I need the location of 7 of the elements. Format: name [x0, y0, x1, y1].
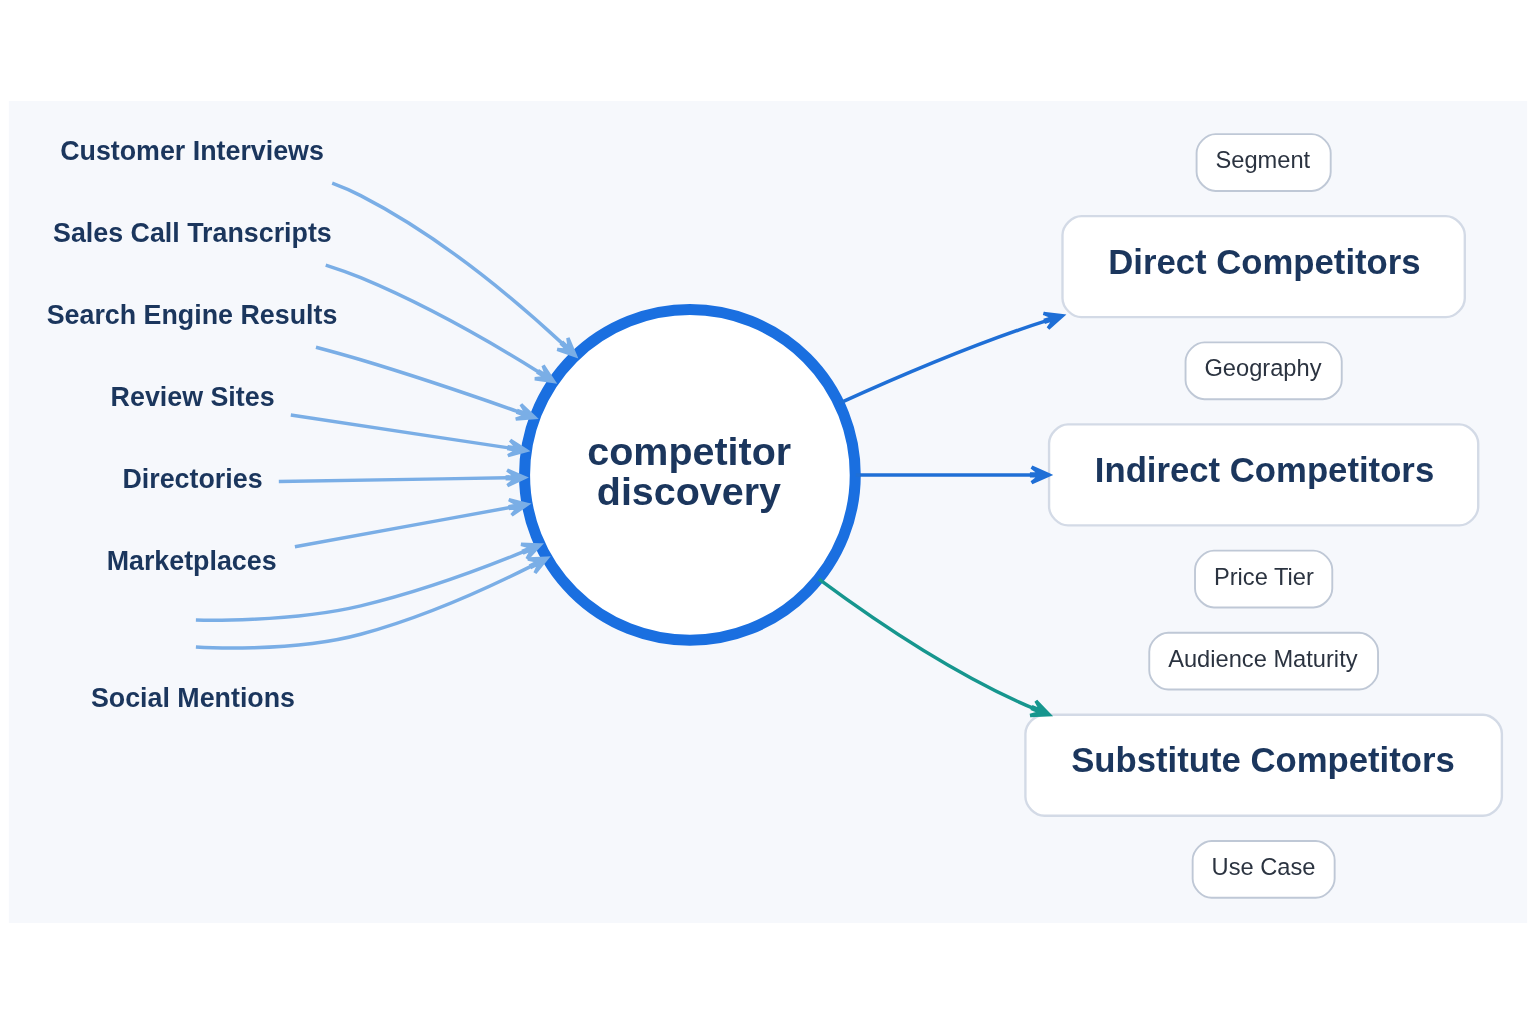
node-text: Customer Interviews	[60, 135, 324, 166]
node-text: Directories	[122, 463, 263, 494]
node-text: Marketplaces	[106, 545, 277, 576]
node-text: Review Sites	[110, 381, 275, 412]
node-text: Social Mentions	[90, 683, 296, 714]
node-text: Sales Call Transcripts	[53, 217, 332, 248]
node-text: Search Engine Results	[46, 299, 338, 330]
